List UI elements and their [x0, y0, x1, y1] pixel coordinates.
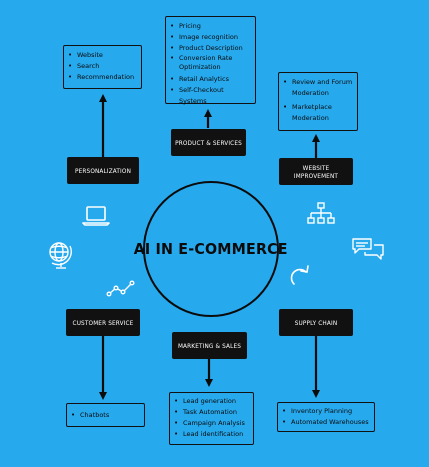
list-item: Conversion Rate Optimization [168, 54, 253, 73]
list-item: Self-Checkout Systems [168, 85, 253, 107]
hub-title: AI IN E-COMMERCE [133, 240, 289, 258]
rotate-arrow-icon [290, 265, 309, 285]
list-supply-chain: Inventory Planning Automated Warehouses [277, 402, 375, 432]
list-item: Product Description [168, 43, 253, 54]
list-item: Retail Analytics [168, 74, 253, 85]
category-marketing-sales: MARKETING & SALES [172, 332, 247, 359]
list-item: Website [66, 50, 139, 61]
list-item: Campaign Analysis [172, 418, 251, 429]
category-label: WEBSITE IMPROVEMENT [293, 163, 339, 180]
list-customer-service: Chatbots [66, 403, 145, 427]
list-item: Pricing [168, 21, 253, 32]
list-item: Lead generation [172, 396, 251, 407]
list-product-services: Pricing Image recognition Product Descri… [165, 16, 256, 107]
category-label: SUPPLY CHAIN [294, 318, 338, 327]
list-item: Automated Warehouses [280, 417, 372, 428]
category-customer-service: CUSTOMER SERVICE [66, 309, 140, 336]
category-label: CUSTOMER SERVICE [72, 318, 134, 327]
list-item: Review and Forum Moderation [281, 77, 355, 99]
list-marketing-sales: Lead generation Task Automation Campaign… [169, 392, 254, 445]
network-icon [307, 202, 335, 224]
category-label: MARKETING & SALES [177, 341, 242, 350]
laptop-icon [82, 206, 110, 226]
category-label: PRODUCT & SERVICES [175, 138, 242, 147]
category-supply-chain: SUPPLY CHAIN [279, 309, 353, 336]
list-item: Recommendation [66, 72, 139, 83]
globe-icon [49, 242, 72, 269]
chat-bubbles-icon [352, 238, 384, 260]
list-item: Lead identification [172, 429, 251, 440]
category-label: PERSONALIZATION [74, 166, 132, 175]
category-personalization: PERSONALIZATION [67, 157, 139, 184]
list-personalization: Website Search Recommendation [63, 45, 142, 89]
list-item: Task Automation [172, 407, 251, 418]
list-website-improvement: Review and Forum Moderation Marketplace … [278, 72, 358, 131]
list-item: Inventory Planning [280, 406, 372, 417]
category-product-services: PRODUCT & SERVICES [171, 129, 246, 156]
list-item: Search [66, 61, 139, 72]
central-hub-circle: AI IN E-COMMERCE [134, 181, 288, 317]
list-item: Marketplace Moderation [281, 102, 355, 124]
list-item: Chatbots [69, 410, 142, 421]
list-item: Image recognition [168, 32, 253, 43]
trend-line-icon [106, 280, 135, 297]
category-website-improvement: WEBSITE IMPROVEMENT [279, 158, 353, 185]
